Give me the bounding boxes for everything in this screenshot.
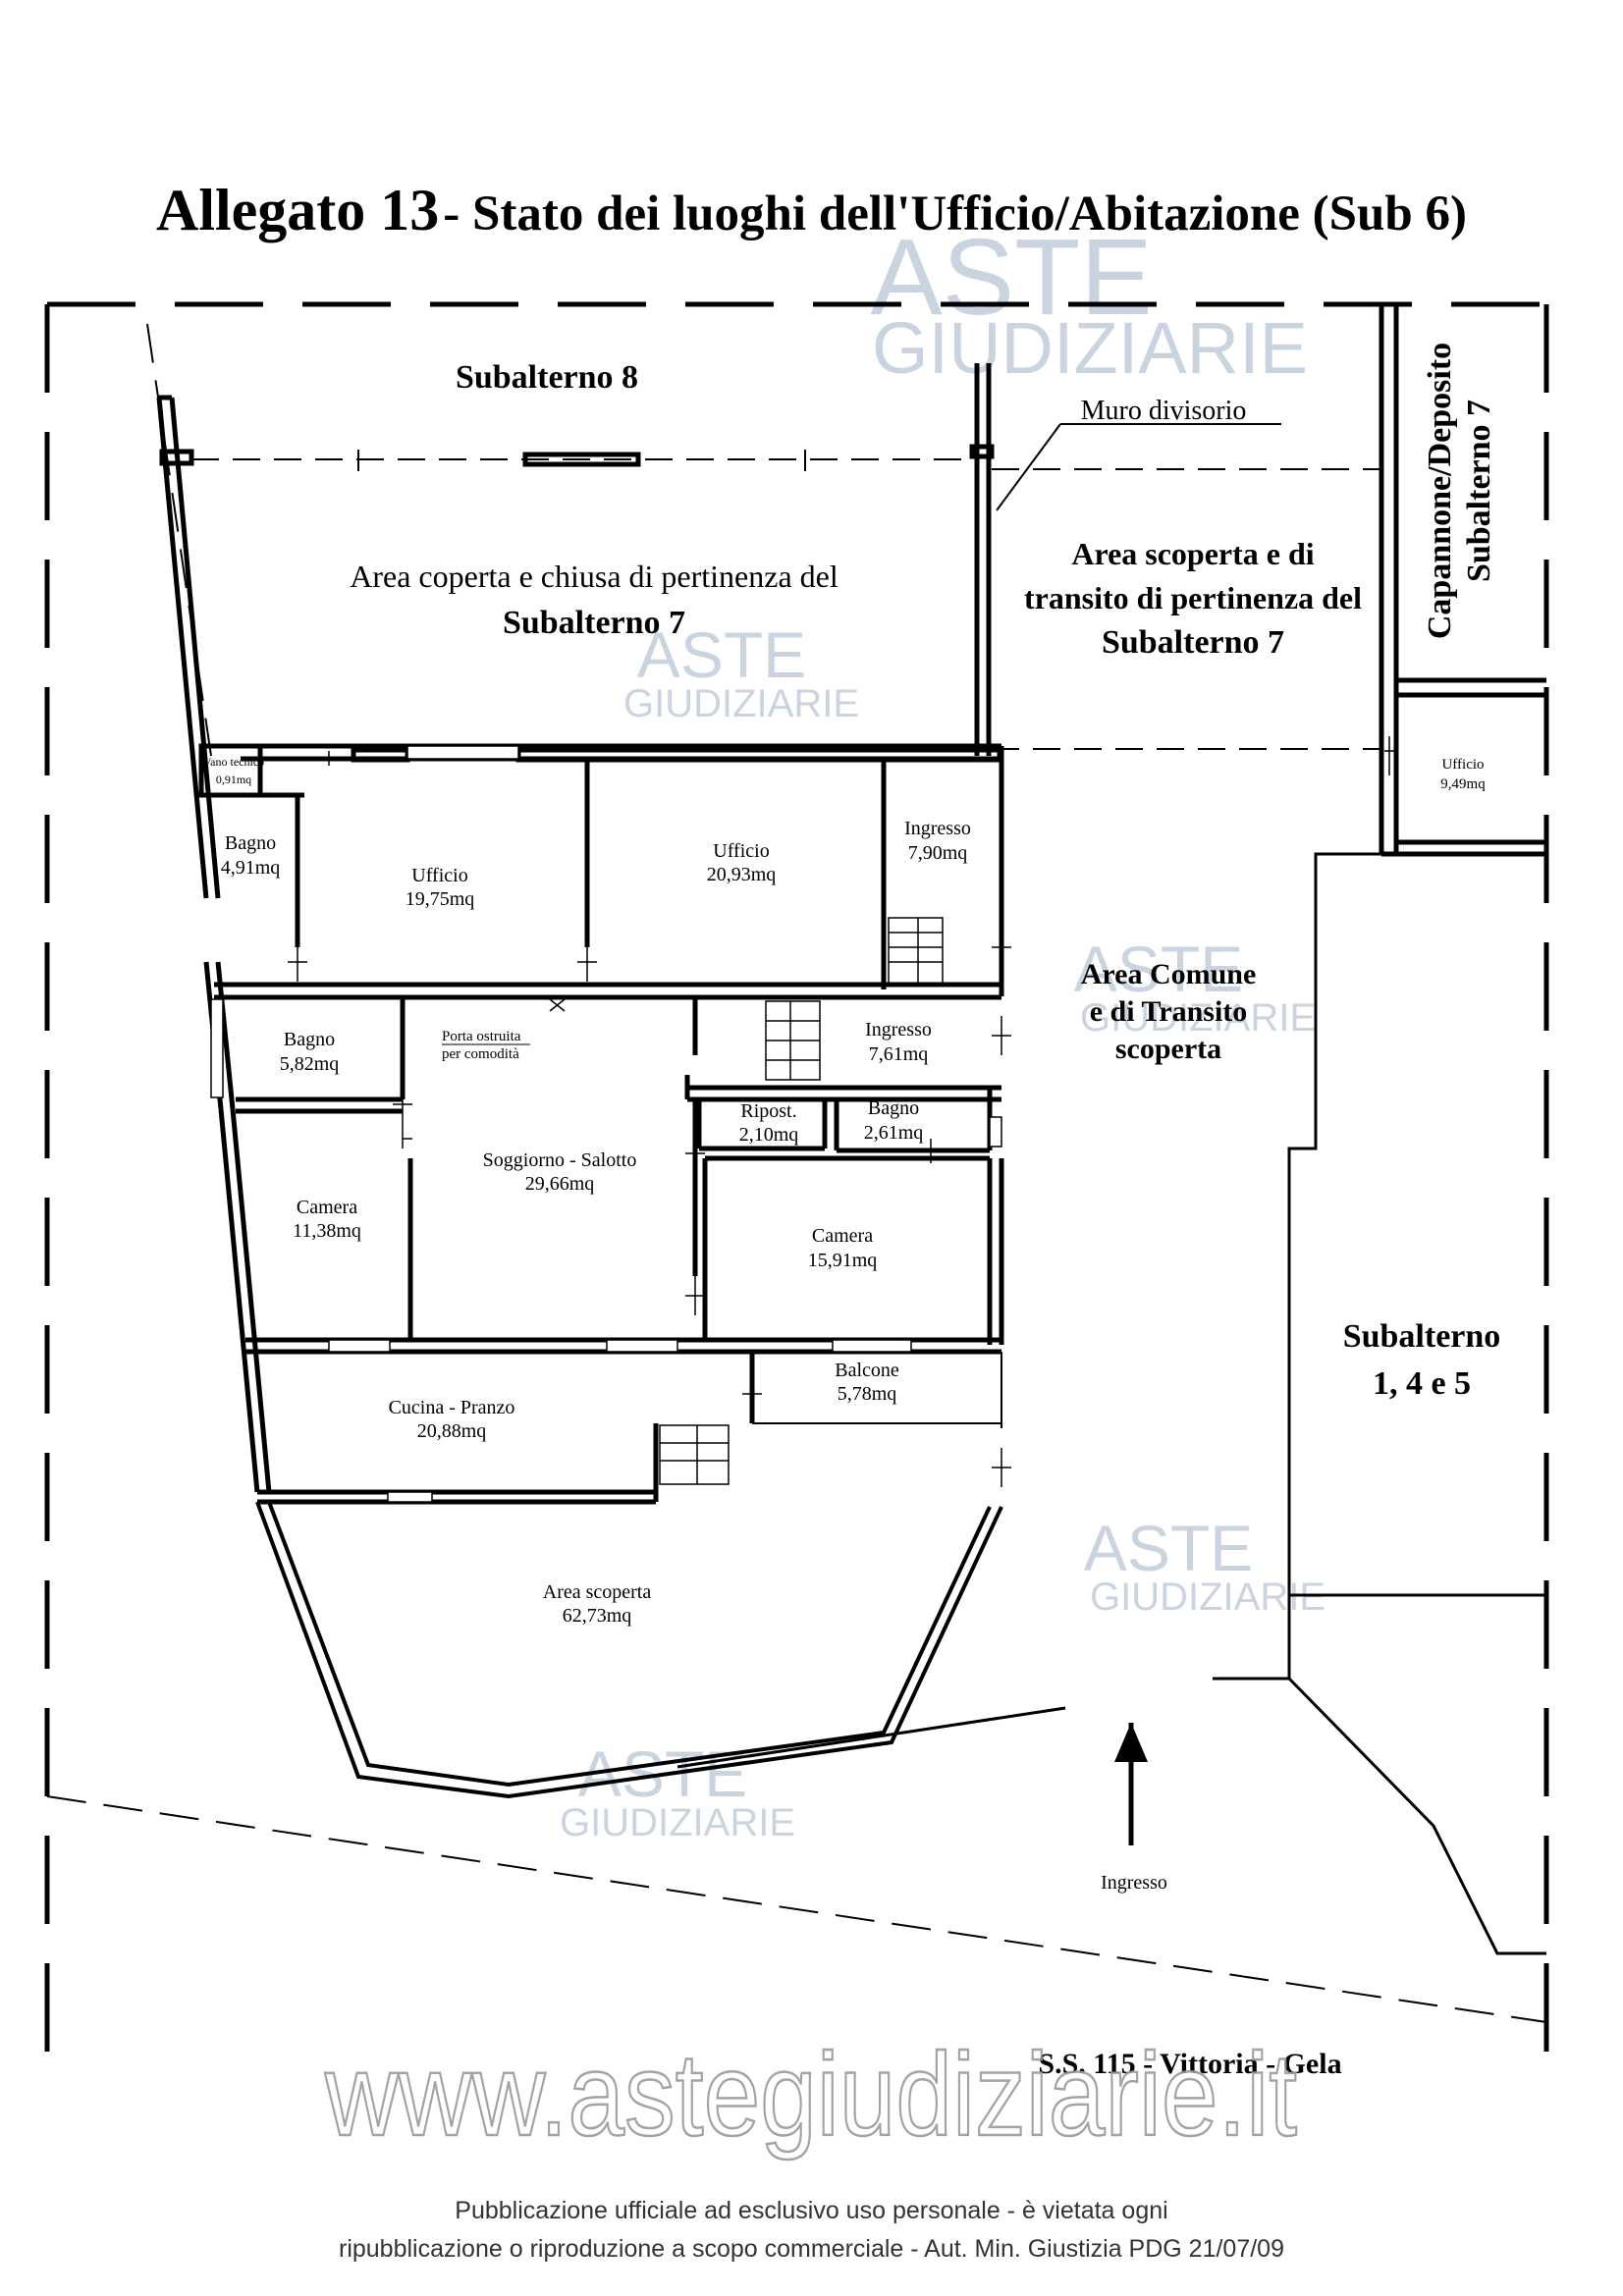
- room-ingresso-2-name: Ingresso: [865, 1019, 932, 1041]
- stairs: [659, 917, 944, 1485]
- room-camera-1-area: 11,38mq: [293, 1220, 361, 1242]
- label-area-coperta-l1: Area coperta e chiusa di pertinenza del: [350, 559, 839, 594]
- room-area-scoperta-area: 62,73mq: [563, 1605, 632, 1627]
- room-cucina-name: Cucina - Pranzo: [389, 1397, 515, 1418]
- room-ufficio-2-name: Ufficio: [713, 840, 769, 862]
- room-ingresso-1-name: Ingresso: [904, 818, 971, 839]
- room-ingresso-2-area: 7,61mq: [869, 1043, 929, 1065]
- capannone-crosses: [1384, 736, 1394, 775]
- label-area-scoperta-l3: Subalterno 7: [1102, 624, 1284, 661]
- watermark-aste: ASTE: [1074, 933, 1243, 1005]
- room-camera-1-name: Camera: [297, 1197, 357, 1218]
- footer-line-2: ripubblicazione o riproduzione a scopo c…: [339, 2235, 1284, 2263]
- label-area-scoperta-l1: Area scoperta e di: [1071, 536, 1314, 571]
- internal-dashed-lines: [191, 458, 1380, 750]
- room-ufficio-1-name: Ufficio: [411, 865, 467, 886]
- room-ufficio-3-area: 9,49mq: [1440, 776, 1486, 792]
- windows: [210, 745, 1002, 1503]
- balcone-edge: [752, 1352, 1002, 1428]
- label-subalterno-8: Subalterno 8: [456, 359, 638, 396]
- label-capannone-l2: Subalterno 7: [1461, 400, 1497, 582]
- watermark-giudiziarie: GIUDIZIARIE: [623, 682, 859, 725]
- watermark-giudiziarie: GIUDIZIARIE: [872, 307, 1308, 389]
- room-bagno-2-area: 5,82mq: [280, 1053, 340, 1075]
- watermark-giudiziarie: GIUDIZIARIE: [1080, 996, 1316, 1040]
- lot-boundary: [44, 301, 1549, 2071]
- room-bagno-1-area: 4,91mq: [221, 857, 281, 879]
- watermark-group: ASTE GIUDIZIARIE ASTE GIUDIZIARIE ASTE G…: [560, 217, 1325, 1844]
- label-capannone-l1: Capannone/Deposito: [1422, 343, 1458, 639]
- room-ingresso-1-area: 7,90mq: [908, 842, 968, 864]
- page-title: Allegato 13 - Stato dei luoghi dell'Uffi…: [0, 177, 1623, 244]
- room-ufficio-1-area: 19,75mq: [406, 888, 475, 910]
- area-labels: Subalterno 8 Muro divisorio Capannone/De…: [350, 343, 1500, 2080]
- label-area-comune-l3: scoperta: [1115, 1033, 1221, 1065]
- watermark-giudiziarie: GIUDIZIARIE: [560, 1801, 795, 1844]
- label-area-coperta-l2: Subalterno 7: [503, 605, 685, 641]
- house-walls: [198, 743, 1004, 1505]
- title-number: Allegato 13: [156, 178, 440, 242]
- label-muro-divisorio: Muro divisorio: [1081, 396, 1247, 426]
- room-ripost-area: 2,10mq: [739, 1124, 799, 1146]
- footer-line-1: Pubblicazione ufficiale ad esclusivo uso…: [455, 2197, 1168, 2224]
- room-camera-2-area: 15,91mq: [808, 1250, 878, 1271]
- title-text: - Stato dei luoghi dell'Ufficio/Abitazio…: [443, 187, 1467, 241]
- muro-divisorio-leader: [996, 423, 1281, 511]
- watermark-url: www.astegiudiziarie.it: [324, 2029, 1297, 2161]
- label-porta-ostruita-l2: per comodità: [442, 1046, 519, 1062]
- label-subalterno-145-l1: Subalterno: [1343, 1318, 1501, 1355]
- watermark-giudiziarie: GIUDIZIARIE: [1090, 1575, 1325, 1619]
- room-cucina-area: 20,88mq: [417, 1420, 487, 1442]
- covered-area-walls: [156, 363, 995, 899]
- room-soggiorno-area: 29,66mq: [525, 1173, 595, 1195]
- crosses: [357, 450, 806, 471]
- room-balcone-name: Balcone: [835, 1360, 899, 1381]
- room-vano-tecnico-area: 0,91mq: [216, 773, 251, 786]
- area-scoperta-walls: [255, 1501, 1003, 1799]
- label-area-comune-l2: e di Transito: [1090, 995, 1248, 1028]
- room-bagno-2-name: Bagno: [284, 1029, 335, 1050]
- room-labels: Vano tecnico 0,91mq Bagno 4,91mq Ufficio…: [203, 755, 1486, 1627]
- door-markers: [288, 751, 1011, 1487]
- room-ufficio-3-name: Ufficio: [1441, 757, 1484, 773]
- room-soggiorno-name: Soggiorno - Salotto: [483, 1149, 637, 1171]
- subalterno-145-outline: [676, 852, 1546, 1955]
- room-vano-tecnico-name: Vano tecnico: [203, 755, 264, 769]
- watermark-aste: ASTE: [637, 618, 806, 691]
- label-strada: S.S. 115 - Vittoria - Gela: [1038, 2048, 1341, 2080]
- room-ufficio-2-area: 20,93mq: [707, 864, 777, 885]
- room-ripost-name: Ripost.: [740, 1100, 796, 1122]
- room-area-scoperta-name: Area scoperta: [543, 1581, 652, 1603]
- entrance-arrow: [1114, 1723, 1148, 1845]
- room-bagno-3-name: Bagno: [868, 1097, 919, 1119]
- label-area-scoperta-l2: transito di pertinenza del: [1024, 580, 1362, 615]
- room-balcone-area: 5,78mq: [838, 1383, 897, 1405]
- room-bagno-3-area: 2,61mq: [864, 1122, 924, 1144]
- label-ingresso-arrow: Ingresso: [1101, 1872, 1167, 1894]
- room-bagno-1-name: Bagno: [225, 832, 276, 854]
- watermark-aste: ASTE: [1084, 1512, 1253, 1584]
- label-capannone: Capannone/Deposito Subalterno 7: [1422, 343, 1497, 639]
- label-area-comune-l1: Area Comune: [1081, 958, 1257, 990]
- label-porta-ostruita-l1: Porta ostruita: [442, 1029, 521, 1044]
- label-subalterno-145-l2: 1, 4 e 5: [1373, 1365, 1471, 1402]
- room-camera-2-name: Camera: [812, 1225, 873, 1247]
- watermark-aste: ASTE: [870, 217, 1152, 338]
